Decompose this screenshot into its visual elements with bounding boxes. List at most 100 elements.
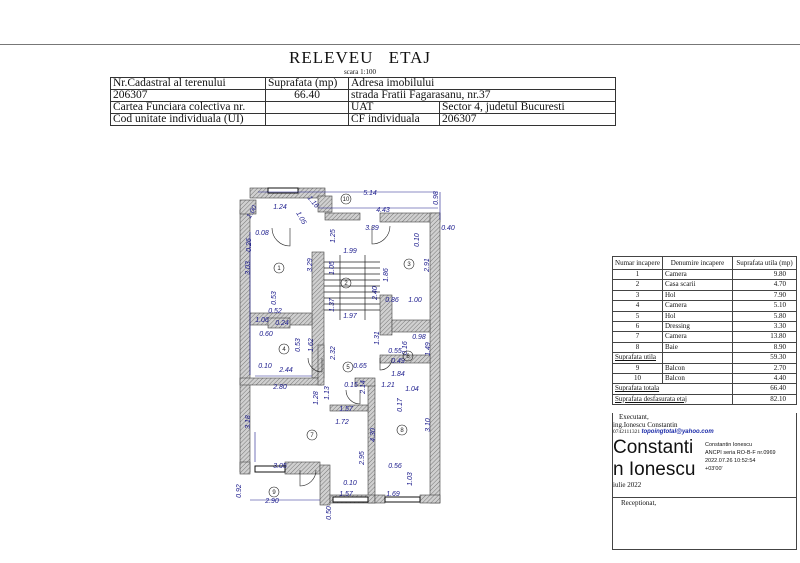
room-number: 10 — [612, 373, 663, 385]
room-area: 2.70 — [732, 362, 797, 375]
wall — [391, 319, 431, 333]
room-name: Casa scarii — [662, 279, 733, 291]
dimension-label: 1.49 — [425, 342, 432, 356]
dimension-label: 1.25 — [330, 229, 337, 243]
room-number-label: 7 — [310, 433, 314, 439]
dimension-label: 2.44 — [278, 367, 293, 374]
wall — [267, 317, 291, 329]
summary-label: Suprafata utila — [612, 352, 663, 364]
door-swing — [271, 227, 291, 247]
wall — [284, 461, 321, 475]
page-title: RELEVEU ETAJ — [289, 48, 431, 67]
door-swing — [379, 357, 393, 371]
sig-detail: ANCPI seria RO-B-F nr.0969 — [705, 450, 776, 456]
room-name: Baie — [662, 341, 733, 354]
room-number-label: 10 — [343, 197, 350, 203]
dimension-label: 0.92 — [236, 484, 243, 498]
dimension-label: 1.97 — [343, 313, 358, 320]
dimension-label: 2.95 — [359, 451, 366, 466]
summary-value: 66.40 — [732, 383, 797, 395]
summary-label: Suprafata desfasurata etaj — [612, 393, 733, 406]
door-swing — [371, 225, 391, 245]
wall — [239, 199, 257, 215]
room-area: 4.70 — [732, 279, 797, 291]
dimension-label: 3.18 — [245, 415, 252, 429]
executant-email[interactable]: topoingtotal@yahoo.com — [641, 429, 714, 435]
dimension-label: 0.65 — [353, 363, 367, 370]
dimension-label: 1.05 — [329, 261, 336, 275]
room-number-circle — [403, 258, 415, 270]
dimension-label: 0.24 — [275, 320, 289, 327]
dimension-label: 1.84 — [391, 371, 405, 378]
wall — [429, 212, 441, 504]
wall — [317, 195, 333, 213]
room-number: 4 — [612, 300, 663, 312]
wall — [329, 404, 369, 412]
dimension-label: 3.39 — [365, 225, 379, 232]
wall — [324, 212, 361, 221]
summary-label: Suprafata totala — [612, 383, 733, 395]
door-swing — [299, 469, 317, 487]
window — [332, 496, 369, 503]
dimension-label: 0.56 — [388, 463, 402, 470]
wall — [367, 384, 376, 504]
dimension-label: 0.17 — [397, 397, 404, 412]
empty-cell — [662, 352, 733, 364]
room-number-circle — [273, 262, 285, 274]
receiver-block: Receptionat, — [612, 497, 797, 550]
sig-detail: Constantin Ionescu — [705, 442, 753, 448]
dimension-label: 1.06 — [255, 317, 269, 324]
dimension-label: 0.10 — [414, 233, 421, 247]
dimension-label: 1.62 — [308, 338, 315, 352]
dimension-label: 0.55 — [388, 348, 402, 355]
room-number: 3 — [612, 289, 663, 302]
dimension-label: 1.03 — [407, 472, 414, 486]
dimension-label: 2.32 — [330, 346, 337, 361]
wall — [379, 354, 431, 364]
wall — [354, 377, 376, 387]
dimension-label: 1.72 — [335, 419, 349, 426]
top-border — [0, 44, 800, 45]
dimension-label: 1.99 — [343, 248, 357, 255]
dimension-label: 0.50 — [326, 506, 333, 520]
room-area: 5.10 — [732, 300, 797, 312]
dimension-label: 1.69 — [386, 491, 400, 498]
room-name: Balcon — [662, 362, 733, 375]
dimension-label: 3.10 — [425, 418, 432, 432]
cf-individual-value: 206307 — [439, 113, 616, 126]
dimension-label: 0.49 — [391, 358, 405, 365]
room-area: 8.90 — [732, 341, 797, 354]
dimension-label: 1.05 — [294, 211, 307, 226]
room-number-circle — [268, 486, 280, 498]
summary-value: 82.10 — [732, 393, 797, 406]
dimension-label: 0.10 — [343, 480, 357, 487]
room-number-label: 3 — [407, 262, 411, 268]
room-name: Hol — [662, 310, 733, 323]
room-number-circle — [306, 429, 318, 441]
wall — [419, 494, 441, 504]
ui-label: Cod unitate individuala (UI) — [110, 113, 266, 126]
executant-label: Executant, — [619, 413, 649, 421]
dimension-label: 0.53 — [295, 338, 302, 352]
dimension-label: 0.53 — [271, 291, 278, 305]
window — [384, 496, 421, 503]
dimension-label: 1.21 — [381, 382, 395, 389]
dimension-label: 1.13 — [324, 386, 331, 400]
property-info-table: Nr.Cadastral al terenului Suprafata (mp)… — [110, 77, 616, 126]
room-number-label: 1 — [277, 266, 281, 272]
executant-name: ing.Ionescu Constantin — [613, 421, 678, 429]
dimension-label: 0.52 — [268, 308, 282, 315]
room-number-label: 4 — [282, 347, 286, 353]
dimension-label: 0.40 — [441, 225, 455, 232]
dimension-label: 1.00 — [408, 297, 422, 304]
dimension-label: 1.86 — [383, 268, 390, 282]
